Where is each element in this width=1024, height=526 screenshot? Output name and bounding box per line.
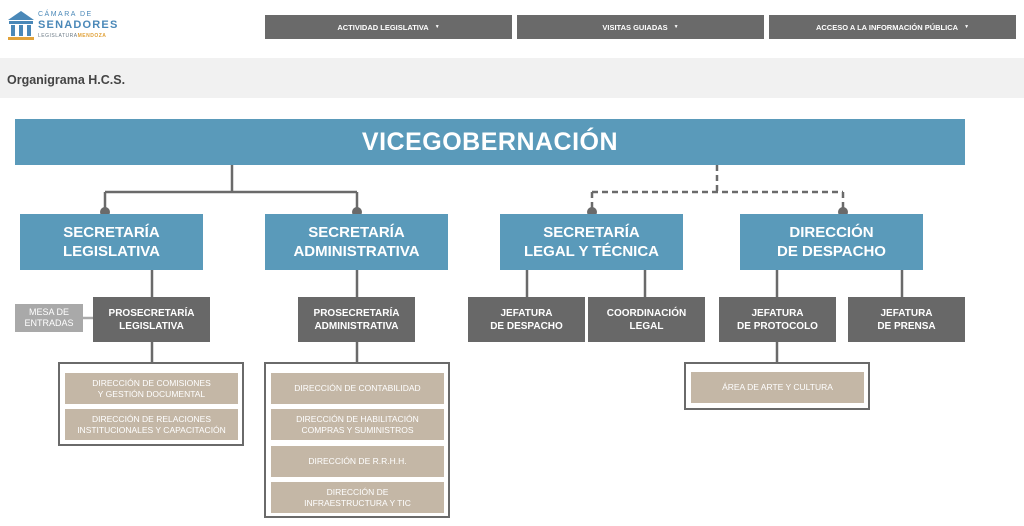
nav-acceso-informacion[interactable]: ACCESO A LA INFORMACIÓN PÚBLICA ▼ — [769, 15, 1016, 39]
logo-line3: LEGISLATURAMENDOZA — [38, 33, 106, 39]
vicegobernacion-box: VICEGOBERNACIÓN — [15, 119, 965, 165]
box-line1: COORDINACIÓN — [606, 307, 687, 319]
secretaria-legislativa-box: SECRETARÍA LEGISLATIVA — [20, 214, 203, 270]
area-arte-cultura-box: ÁREA DE ARTE Y CULTURA — [691, 372, 864, 403]
box-line2: INFRAESTRUCTURA Y TIC — [304, 497, 411, 508]
box-line2: LEGAL — [629, 320, 664, 332]
box-line1: SECRETARÍA — [63, 224, 160, 241]
box-line1: ÁREA DE ARTE Y CULTURA — [722, 382, 833, 392]
box-line2: ENTRADAS — [24, 318, 74, 328]
box-line1: PROSECRETARÍA — [108, 307, 195, 319]
logo-line3b: MENDOZA — [77, 33, 107, 39]
direccion-despacho-box: DIRECCIÓN DE DESPACHO — [740, 214, 923, 270]
nav-actividad-legislativa[interactable]: ACTIVIDAD LEGISLATIVA ▼ — [265, 15, 512, 39]
box-line1: DIRECCIÓN DE CONTABILIDAD — [294, 383, 421, 393]
box-line1: DIRECCIÓN DE RELACIONES — [91, 413, 212, 424]
direccion-contabilidad-box: DIRECCIÓN DE CONTABILIDAD — [271, 373, 444, 404]
logo-line2: SENADORES — [38, 19, 119, 31]
box-line2: LEGISLATIVA — [119, 320, 184, 332]
nav-visitas-guiadas[interactable]: VISITAS GUIADAS ▼ — [517, 15, 764, 39]
caret-down-icon: ▼ — [434, 24, 440, 30]
caret-down-icon: ▼ — [673, 24, 679, 30]
box-line1: DIRECCIÓN — [789, 224, 874, 241]
box-line1: DIRECCIÓN DE — [326, 486, 389, 497]
box-line2: DE DESPACHO — [490, 320, 563, 332]
logo-building-icon — [6, 9, 36, 41]
box-line1: SECRETARÍA — [543, 224, 640, 241]
box-line1: JEFATURA — [880, 307, 933, 319]
box-line1: JEFATURA — [751, 307, 804, 319]
logo-line1: CÁMARA DE — [38, 11, 93, 18]
box-line2: ADMINISTRATIVA — [314, 320, 399, 332]
nav-label: ACCESO A LA INFORMACIÓN PÚBLICA — [815, 22, 959, 32]
box-line1: JEFATURA — [500, 307, 553, 319]
box-line1: DIRECCIÓN DE COMISIONES — [92, 377, 211, 388]
logo-line3a: LEGISLATURA — [38, 33, 78, 39]
title-bar — [0, 58, 1024, 98]
secretaria-legal-tecnica-box: SECRETARÍA LEGAL Y TÉCNICA — [500, 214, 683, 270]
direccion-rrhh-box: DIRECCIÓN DE R.R.H.H. — [271, 446, 444, 477]
page-title: Organigrama H.C.S. — [7, 73, 126, 87]
box-line1: PROSECRETARÍA — [313, 307, 400, 319]
nav-label: VISITAS GUIADAS — [602, 22, 668, 32]
nav-label: ACTIVIDAD LEGISLATIVA — [337, 22, 429, 32]
box-line2: Y GESTIÓN DOCUMENTAL — [97, 388, 206, 399]
box-line2: INSTITUCIONALES Y CAPACITACIÓN — [77, 424, 226, 435]
secretaria-administrativa-box: SECRETARÍA ADMINISTRATIVA — [265, 214, 448, 270]
box-line1: SECRETARÍA — [308, 224, 405, 241]
box-line2: DE PROTOCOLO — [737, 320, 818, 332]
caret-down-icon: ▼ — [964, 24, 970, 30]
box-line2: DE PRENSA — [877, 320, 936, 332]
box-line2: ADMINISTRATIVA — [293, 243, 420, 260]
box-line1: DIRECCIÓN DE HABILITACIÓN — [296, 413, 419, 424]
box-line2: LEGISLATIVA — [63, 243, 160, 260]
box-line1: MESA DE — [28, 307, 69, 317]
box-line2: LEGAL Y TÉCNICA — [523, 243, 660, 260]
box-line2: DE DESPACHO — [777, 243, 886, 260]
box-line1: DIRECCIÓN DE R.R.H.H. — [308, 456, 407, 466]
box-line2: COMPRAS Y SUMINISTROS — [301, 424, 414, 435]
